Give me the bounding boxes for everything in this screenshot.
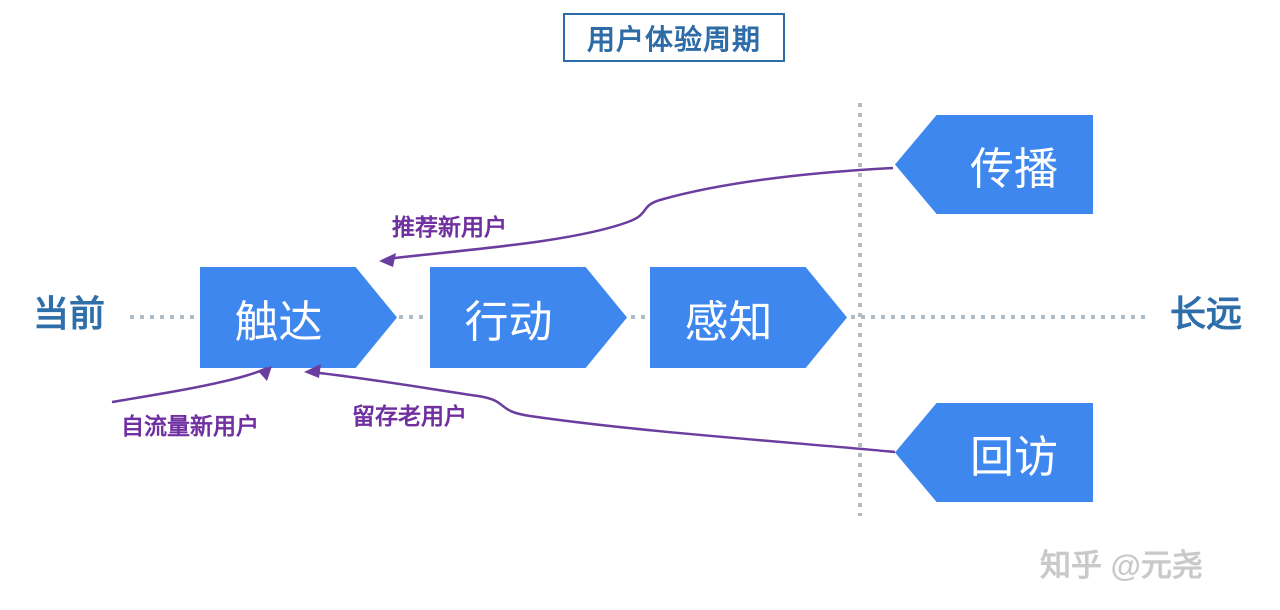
diagram-title: 用户体验周期: [563, 13, 785, 62]
vertical-divider-dotted-line: [858, 103, 862, 516]
timeline-dotted-segment: [130, 315, 198, 319]
flow-label-organic: 自流量新用户: [121, 413, 259, 439]
flow-label-retention: 留存老用户: [352, 403, 467, 429]
timeline-dotted-segment: [399, 315, 429, 319]
arrow-referral-head-icon: [379, 253, 396, 267]
timeline-dotted-segment: [851, 315, 1148, 319]
arrow-organic-curve: [111, 366, 268, 404]
timeline-right-label: 长远: [1170, 293, 1243, 334]
arrow-organic-head-icon: [258, 366, 272, 381]
node-spread: 传播: [895, 115, 1093, 214]
timeline-left-label: 当前: [33, 293, 106, 334]
flow-label-referral: 推荐新用户: [392, 214, 507, 240]
zhihu-watermark: 知乎 @元尧: [1040, 548, 1203, 583]
node-revisit: 回访: [895, 403, 1093, 502]
stage-perceive: 感知: [650, 267, 847, 368]
stage-action: 行动: [430, 267, 627, 368]
stage-reach: 触达: [200, 267, 397, 368]
timeline-dotted-segment: [621, 315, 649, 319]
